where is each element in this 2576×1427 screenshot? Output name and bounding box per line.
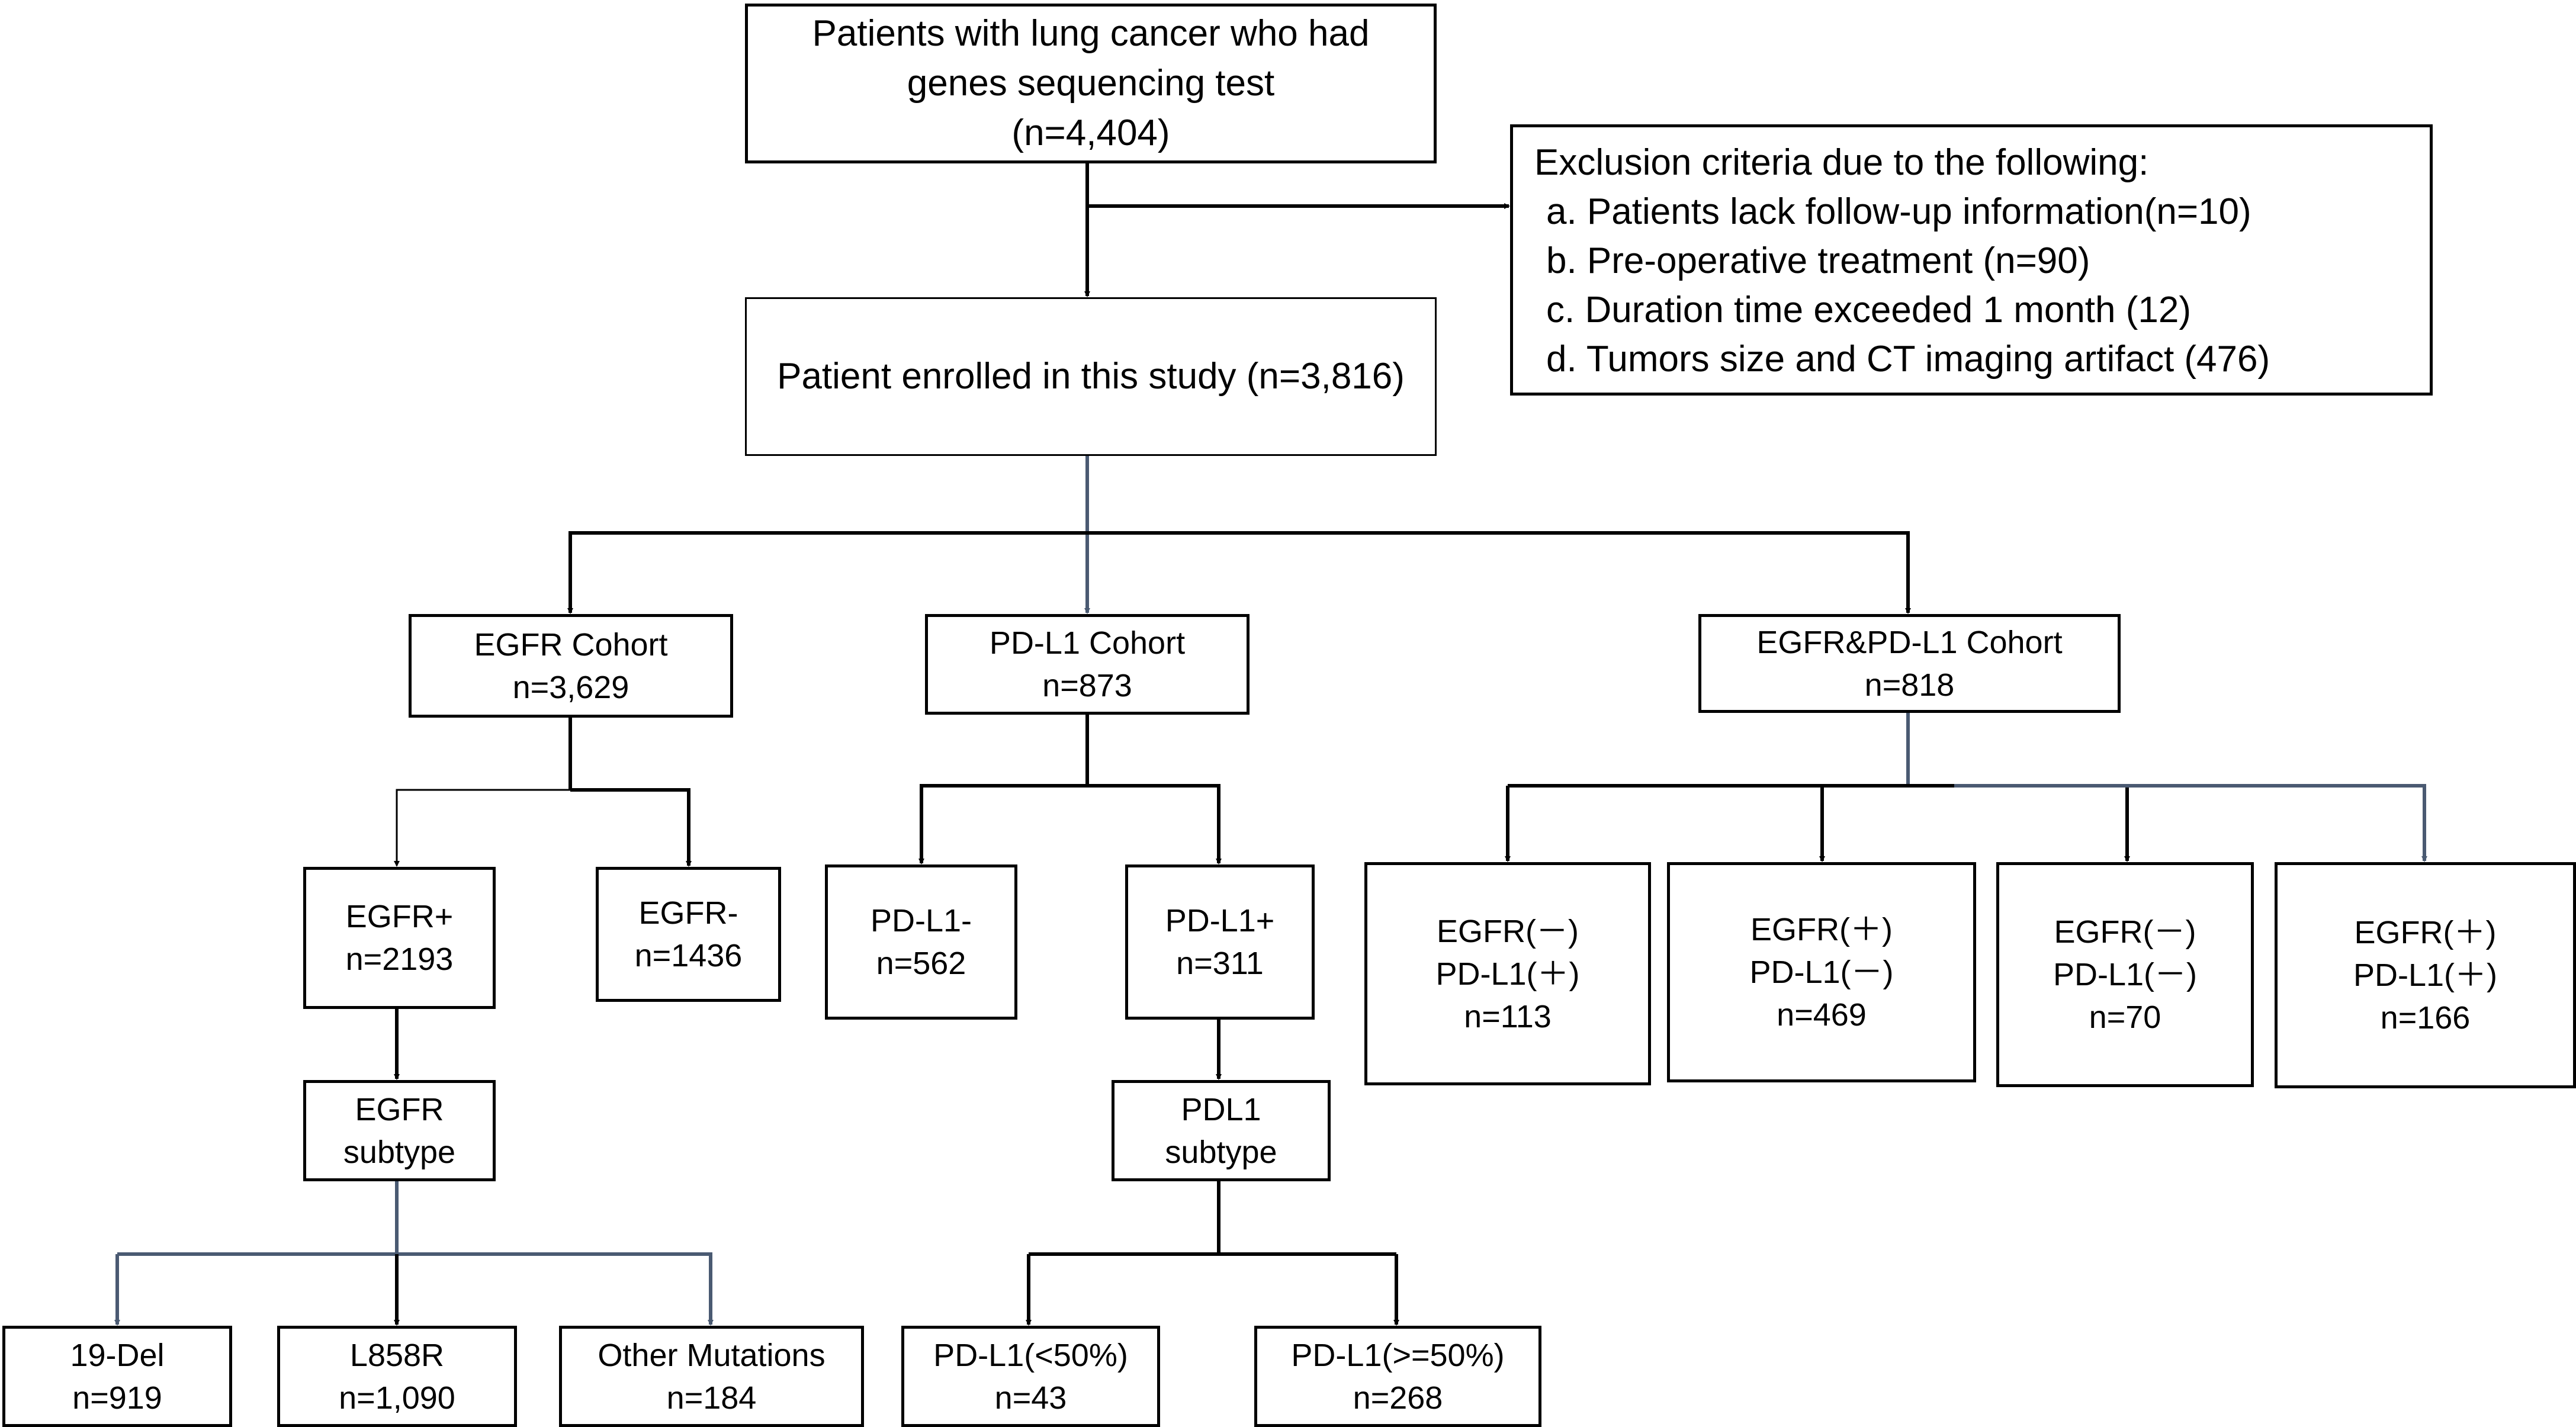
combo-2-pdl1: PD-L1(－): [1749, 954, 1894, 990]
egfr-negative-label: EGFR-: [638, 895, 738, 931]
enrolled-label: Patient enrolled in this study (n=3,816): [777, 356, 1405, 397]
link-egfr-cohort-pos: [394, 789, 570, 867]
link-pdl1-cohort-pos: [1087, 784, 1222, 864]
del19-label: 19-Del: [70, 1337, 165, 1373]
pdl1-negative-count: n=562: [876, 946, 966, 981]
combo-3-egfr: EGFR(－): [2054, 914, 2196, 950]
egfr-subtype-line1: EGFR: [355, 1091, 444, 1127]
screened-patients-box: Patients with lung cancer who had genes …: [745, 4, 1437, 163]
pdl1-below-50-label: PD-L1(<50%): [933, 1337, 1128, 1373]
combo-egfr-neg-pdl1-neg-box: EGFR(－) PD-L1(－) n=70: [1996, 862, 2254, 1087]
egfr-positive-count: n=2193: [345, 941, 454, 977]
combo-egfr-pos-pdl1-pos-box: EGFR(＋) PD-L1(＋) n=166: [2275, 862, 2576, 1088]
other-mutations-box: Other Mutations n=184: [559, 1326, 864, 1427]
pdl1-positive-count: n=311: [1176, 946, 1264, 981]
other-mutations-count: n=184: [666, 1380, 757, 1416]
link-egfr-subtype-bar: [115, 1252, 711, 1325]
screened-line1: Patients with lung cancer who had: [812, 13, 1370, 54]
link-egfr-cohort-neg: [570, 788, 692, 867]
combo-cohort-label: EGFR&PD-L1 Cohort: [1756, 624, 2063, 660]
pdl1-above-50-label: PD-L1(>=50%): [1291, 1337, 1505, 1373]
egfr-negative-count: n=1436: [634, 938, 743, 973]
combo-3-count: n=70: [2089, 999, 2161, 1035]
pdl1-cohort-label: PD-L1 Cohort: [989, 625, 1186, 661]
exclusion-item-a: a. Patients lack follow-up information(n…: [1546, 191, 2251, 232]
egfr-negative-box: EGFR- n=1436: [596, 867, 781, 1002]
del19-box: 19-Del n=919: [2, 1326, 232, 1427]
pdl1-subtype-box: PDL1 subtype: [1112, 1080, 1331, 1181]
egfr-cohort-box: EGFR Cohort n=3,629: [409, 614, 733, 718]
egfr-positive-box: EGFR+ n=2193: [303, 867, 496, 1009]
del19-count: n=919: [72, 1380, 162, 1416]
combo-3-pdl1: PD-L1(－): [2053, 957, 2198, 992]
combo-1-pdl1: PD-L1(＋): [1435, 956, 1580, 992]
screened-count: (n=4,404): [1011, 113, 1170, 153]
other-mutations-label: Other Mutations: [598, 1337, 826, 1373]
pdl1-negative-box: PD-L1- n=562: [825, 864, 1017, 1020]
exclusion-title: Exclusion criteria due to the following:: [1534, 142, 2149, 183]
enrolled-box: Patient enrolled in this study (n=3,816): [745, 297, 1437, 456]
link-combo-4: [1954, 784, 2427, 862]
pdl1-positive-box: PD-L1+ n=311: [1125, 864, 1315, 1020]
exclusion-item-d: d. Tumors size and CT imaging artifact (…: [1546, 339, 2270, 380]
combo-1-egfr: EGFR(－): [1437, 913, 1579, 949]
combo-1-count: n=113: [1464, 998, 1552, 1034]
combo-2-egfr: EGFR(＋): [1750, 912, 1893, 947]
l858r-box: L858R n=1,090: [277, 1326, 517, 1427]
combo-cohort-count: n=818: [1864, 667, 1955, 703]
pdl1-subtype-line2: subtype: [1165, 1134, 1277, 1170]
combo-2-count: n=469: [1777, 997, 1867, 1033]
combo-4-count: n=166: [2380, 1000, 2471, 1036]
exclusion-item-b: b. Pre-operative treatment (n=90): [1546, 240, 2090, 281]
pdl1-above-50-count: n=268: [1353, 1380, 1443, 1416]
link-enrolled-combo: [1087, 531, 1911, 614]
pdl1-positive-label: PD-L1+: [1165, 903, 1275, 939]
l858r-label: L858R: [349, 1337, 445, 1373]
exclusion-item-c: c. Duration time exceeded 1 month (12): [1546, 290, 2191, 330]
egfr-cohort-count: n=3,629: [512, 669, 629, 705]
egfr-subtype-box: EGFR subtype: [303, 1080, 496, 1181]
combo-4-pdl1: PD-L1(＋): [2353, 957, 2498, 993]
pdl1-below-50-count: n=43: [994, 1380, 1067, 1416]
egfr-positive-label: EGFR+: [345, 899, 454, 934]
combo-cohort-box: EGFR&PD-L1 Cohort n=818: [1698, 614, 2121, 713]
link-enrolled-egfr: [567, 531, 1087, 614]
combo-4-egfr: EGFR(＋): [2354, 915, 2497, 950]
pdl1-cohort-box: PD-L1 Cohort n=873: [925, 614, 1250, 715]
pdl1-subtype-line1: PDL1: [1181, 1091, 1261, 1127]
combo-egfr-neg-pdl1-pos-box: EGFR(－) PD-L1(＋) n=113: [1364, 862, 1651, 1085]
screened-line2: genes sequencing test: [907, 63, 1275, 104]
l858r-count: n=1,090: [339, 1380, 455, 1416]
combo-egfr-pos-pdl1-neg-box: EGFR(＋) PD-L1(－) n=469: [1667, 862, 1976, 1082]
egfr-subtype-line2: subtype: [343, 1134, 456, 1170]
pdl1-negative-label: PD-L1-: [870, 903, 972, 939]
egfr-cohort-label: EGFR Cohort: [474, 626, 668, 663]
pdl1-below-50-box: PD-L1(<50%) n=43: [901, 1326, 1160, 1427]
pdl1-cohort-count: n=873: [1042, 668, 1132, 703]
pdl1-above-50-box: PD-L1(>=50%) n=268: [1254, 1326, 1541, 1427]
exclusion-criteria-box: Exclusion criteria due to the following:…: [1510, 124, 2433, 396]
link-pdl1-cohort-neg: [918, 784, 1087, 864]
